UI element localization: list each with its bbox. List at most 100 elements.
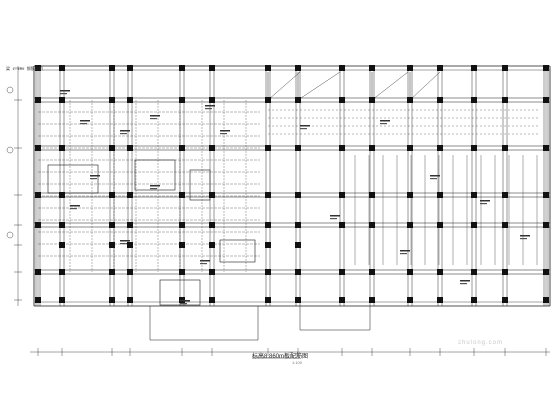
rebar-annotation [480, 203, 487, 205]
column [407, 192, 413, 198]
column [339, 297, 345, 303]
rebar-annotation [60, 93, 67, 95]
column [295, 242, 301, 248]
slab-opening [159, 279, 201, 306]
column [543, 222, 549, 228]
rebar-annotation [220, 133, 227, 135]
rebar-annotation [120, 240, 130, 242]
column [471, 269, 477, 275]
column [437, 222, 443, 228]
rebar-annotation [430, 178, 437, 180]
rebar-annotation [180, 300, 190, 302]
column [179, 242, 185, 248]
column [127, 297, 133, 303]
column [543, 297, 549, 303]
column [471, 145, 477, 151]
slab-opening [189, 169, 211, 201]
column [369, 192, 375, 198]
column [502, 65, 508, 71]
column [265, 97, 271, 103]
column [437, 297, 443, 303]
column [179, 145, 185, 151]
column [127, 65, 133, 71]
column [109, 192, 115, 198]
column [407, 145, 413, 151]
column [407, 222, 413, 228]
rebar-annotation [90, 175, 100, 177]
column [543, 65, 549, 71]
column [127, 97, 133, 103]
column [543, 192, 549, 198]
column [369, 97, 375, 103]
column [109, 222, 115, 228]
column [369, 269, 375, 275]
column [437, 192, 443, 198]
column [339, 222, 345, 228]
rebar-annotation [460, 283, 467, 285]
column [502, 297, 508, 303]
slab-opening [47, 164, 99, 194]
column [471, 192, 477, 198]
column [295, 65, 301, 71]
column [543, 269, 549, 275]
column [295, 97, 301, 103]
rebar-annotation [400, 250, 410, 252]
column [407, 297, 413, 303]
column [502, 145, 508, 151]
column [471, 65, 477, 71]
column [295, 269, 301, 275]
column [471, 222, 477, 228]
column [407, 65, 413, 71]
column [295, 192, 301, 198]
column [35, 222, 41, 228]
column [502, 192, 508, 198]
column [502, 97, 508, 103]
column [109, 269, 115, 275]
stair-diagonal [267, 71, 301, 101]
drawing-title: 标高8.860m板配筋图 [252, 354, 309, 360]
rebar-annotation [400, 253, 407, 255]
corner-note: 梁 1:100 钢筋说明 [6, 68, 43, 72]
rebar-annotation [80, 120, 90, 122]
column [127, 192, 133, 198]
column [109, 97, 115, 103]
column [471, 97, 477, 103]
rebar-annotation [205, 108, 212, 110]
column [209, 192, 215, 198]
column [209, 65, 215, 71]
column [295, 222, 301, 228]
rebar-annotation [520, 238, 527, 240]
column [437, 97, 443, 103]
column [209, 269, 215, 275]
rebar-annotation [220, 130, 230, 132]
column [209, 222, 215, 228]
column [339, 145, 345, 151]
rebar-annotation [330, 218, 337, 220]
column [437, 145, 443, 151]
column [35, 97, 41, 103]
column [209, 145, 215, 151]
column [369, 297, 375, 303]
column [209, 97, 215, 103]
column [369, 145, 375, 151]
column [59, 222, 65, 228]
column [295, 297, 301, 303]
column [59, 192, 65, 198]
column [109, 65, 115, 71]
rebar-annotation [150, 185, 160, 187]
rebar-annotation [70, 208, 77, 210]
rebar-annotation [330, 215, 340, 217]
rebar-annotation [120, 133, 127, 135]
column [109, 145, 115, 151]
rebar-annotation [80, 123, 87, 125]
grid-axis-bubble [6, 146, 14, 154]
column [179, 269, 185, 275]
column [59, 97, 65, 103]
column [59, 145, 65, 151]
column [109, 297, 115, 303]
column [339, 269, 345, 275]
column [127, 242, 133, 248]
rebar-annotation [300, 128, 307, 130]
column [127, 222, 133, 228]
